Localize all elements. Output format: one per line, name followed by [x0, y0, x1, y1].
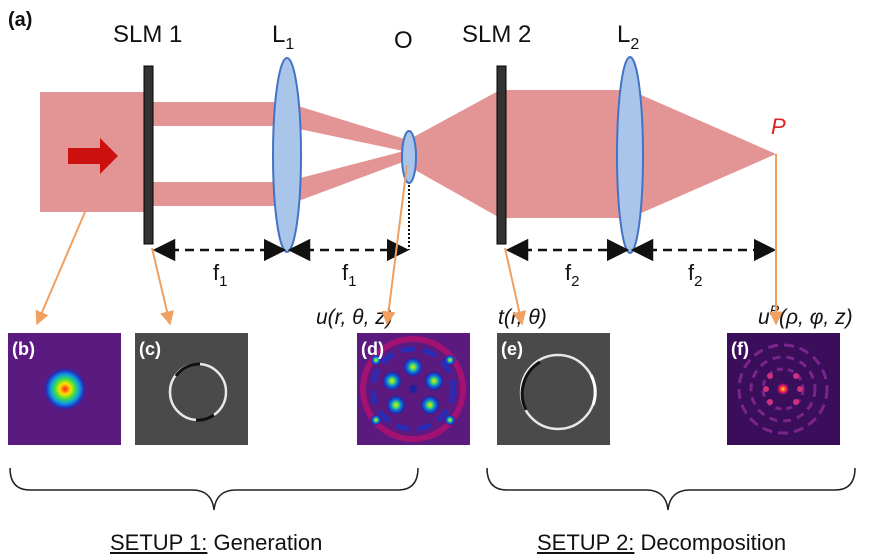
- input-arrow-icon: [68, 138, 118, 174]
- dist-label-f1-a: f1: [213, 260, 227, 290]
- beam-collimated-2: [500, 90, 630, 218]
- dist-label-f2-a: f2: [565, 260, 579, 290]
- brace-setup2: [486, 467, 856, 511]
- beam-lower-lobe: [150, 182, 285, 206]
- panel-label-a: (a): [8, 9, 32, 31]
- dist-label-f2-b: f2: [688, 260, 702, 290]
- beam-converge-upper: [285, 102, 408, 152]
- label-slm1: SLM 1: [113, 21, 182, 48]
- panel-label-f: (f): [731, 339, 749, 359]
- label-object: O: [394, 27, 413, 54]
- pointer-b: [35, 211, 86, 326]
- label-l2: L2: [617, 21, 639, 53]
- brace-setup1: [9, 467, 419, 511]
- inset-b-gaussian: (b): [8, 333, 121, 445]
- inset-e-slm2-mask: (e): [497, 333, 610, 445]
- lens-l1: [272, 57, 302, 253]
- laser-beam: [40, 90, 776, 218]
- object-lens-o: [401, 130, 417, 184]
- label-t-transmission: t(r, θ): [498, 306, 547, 329]
- slm2-plate: [496, 65, 507, 245]
- pointer-lines: [35, 154, 783, 326]
- slm1-plate: [143, 65, 154, 245]
- inset-f-focal-plane: (f): [727, 333, 840, 445]
- pointer-c: [151, 247, 174, 326]
- beam-upper-lobe: [150, 102, 285, 126]
- label-u-field: u(r, θ, z): [316, 306, 393, 329]
- panel-label-e: (e): [501, 339, 523, 359]
- beam-diverge: [408, 90, 500, 218]
- caption-setup2: SETUP 2: Decomposition: [537, 530, 786, 554]
- inset-d-field-pattern: (d): [357, 333, 470, 445]
- dist-label-f1-b: f1: [342, 260, 356, 290]
- pointer-e: [504, 247, 527, 326]
- label-focal-point: P: [771, 114, 786, 139]
- lens-l2: [616, 56, 644, 254]
- panel-label-d: (d): [361, 339, 384, 359]
- inset-c-slm1-mask: (c): [135, 333, 248, 445]
- panel-label-c: (c): [139, 339, 161, 359]
- pointer-d: [381, 164, 408, 326]
- beam-converge-lower: [285, 150, 408, 206]
- label-l1: L1: [272, 21, 294, 53]
- beam-focus: [630, 90, 776, 218]
- caption-setup1: SETUP 1: Generation: [110, 530, 322, 554]
- panel-label-b: (b): [12, 339, 35, 359]
- field-lobes: [371, 355, 455, 425]
- label-up-field: uP(ρ, φ, z): [758, 302, 853, 329]
- label-slm2: SLM 2: [462, 21, 531, 48]
